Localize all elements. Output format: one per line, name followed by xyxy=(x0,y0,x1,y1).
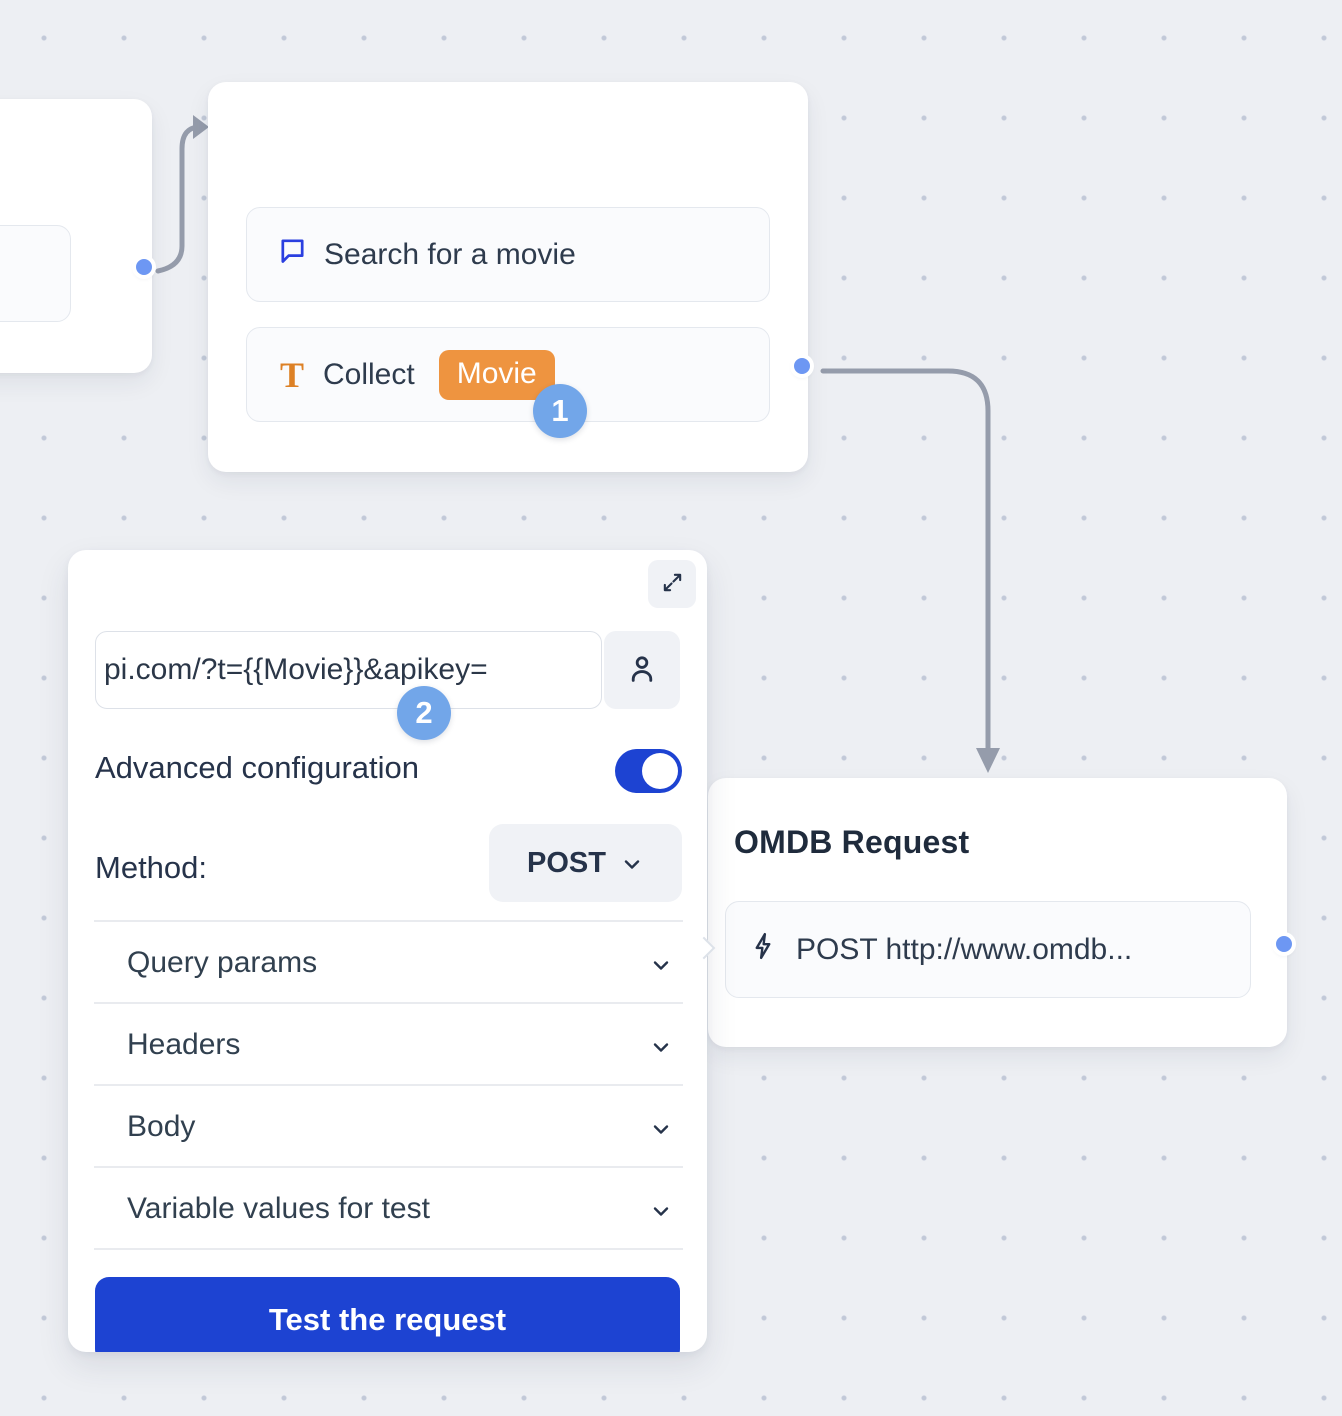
connector-movie-to-omdb xyxy=(820,368,991,753)
section-query-params[interactable]: Query params xyxy=(94,922,683,1004)
section-label: Headers xyxy=(127,1028,241,1061)
output-port-left-node[interactable] xyxy=(136,259,152,275)
collect-block-label: Collect xyxy=(323,357,415,391)
section-variable-values[interactable]: Variable values for test xyxy=(94,1168,683,1250)
movie-search-node[interactable]: Movie search Search for a movie T Collec… xyxy=(208,82,808,472)
url-input[interactable] xyxy=(95,631,602,709)
chevron-down-icon xyxy=(649,951,673,975)
divider xyxy=(94,920,683,922)
expand-button[interactable] xyxy=(648,560,696,608)
partial-node-row[interactable] xyxy=(0,225,71,322)
collect-block-row[interactable]: T Collect Movie xyxy=(246,327,770,422)
chat-bubble-icon xyxy=(277,235,308,274)
toggle-knob xyxy=(642,753,678,789)
webhook-block-row[interactable]: POST http://www.omdb... xyxy=(725,901,1251,998)
webhook-editor-panel[interactable]: 2 Advanced configuration Method: POST Qu… xyxy=(68,550,707,1352)
section-headers[interactable]: Headers xyxy=(94,1004,683,1086)
output-port-omdb-node[interactable] xyxy=(1276,936,1292,952)
advanced-configuration-label: Advanced configuration xyxy=(95,750,420,785)
step-badge-2: 2 xyxy=(397,686,451,740)
lightning-icon xyxy=(748,930,778,970)
divider xyxy=(94,1084,683,1086)
chevron-down-icon xyxy=(649,1115,673,1139)
step-badge-1: 1 xyxy=(533,384,587,438)
variable-chip-movie[interactable]: Movie xyxy=(438,349,555,400)
person-button[interactable] xyxy=(604,631,680,709)
message-block-label: Search for a movie xyxy=(324,237,576,271)
omdb-request-node[interactable]: OMDB Request POST http://www.omdb... xyxy=(708,778,1287,1047)
connector-arrowhead-down xyxy=(976,748,1000,773)
text-input-icon: T xyxy=(279,354,304,395)
advanced-configuration-toggle[interactable] xyxy=(615,749,682,793)
webhook-block-label: POST http://www.omdb... xyxy=(796,932,1133,966)
output-port-movie-node[interactable] xyxy=(794,358,810,374)
section-label: Variable values for test xyxy=(127,1192,430,1225)
method-label: Method: xyxy=(95,850,208,885)
connector-left-to-movie xyxy=(155,124,203,274)
omdb-node-title: OMDB Request xyxy=(734,824,970,860)
person-icon xyxy=(625,652,659,689)
divider xyxy=(94,1166,683,1168)
chevron-down-icon xyxy=(620,851,644,875)
method-select[interactable]: POST xyxy=(489,824,682,902)
partial-node-card[interactable] xyxy=(0,99,152,373)
divider xyxy=(94,1002,683,1004)
connector-arrowhead-right xyxy=(193,115,209,139)
chevron-down-icon xyxy=(649,1033,673,1057)
section-label: Query params xyxy=(127,946,318,979)
test-request-button[interactable]: Test the request xyxy=(95,1277,680,1352)
section-label: Body xyxy=(127,1110,196,1143)
chevron-down-icon xyxy=(649,1197,673,1221)
method-value: POST xyxy=(527,846,606,879)
message-block-row[interactable]: Search for a movie xyxy=(246,207,770,302)
section-body[interactable]: Body xyxy=(94,1086,683,1168)
expand-icon xyxy=(661,571,684,597)
divider xyxy=(94,1248,683,1250)
